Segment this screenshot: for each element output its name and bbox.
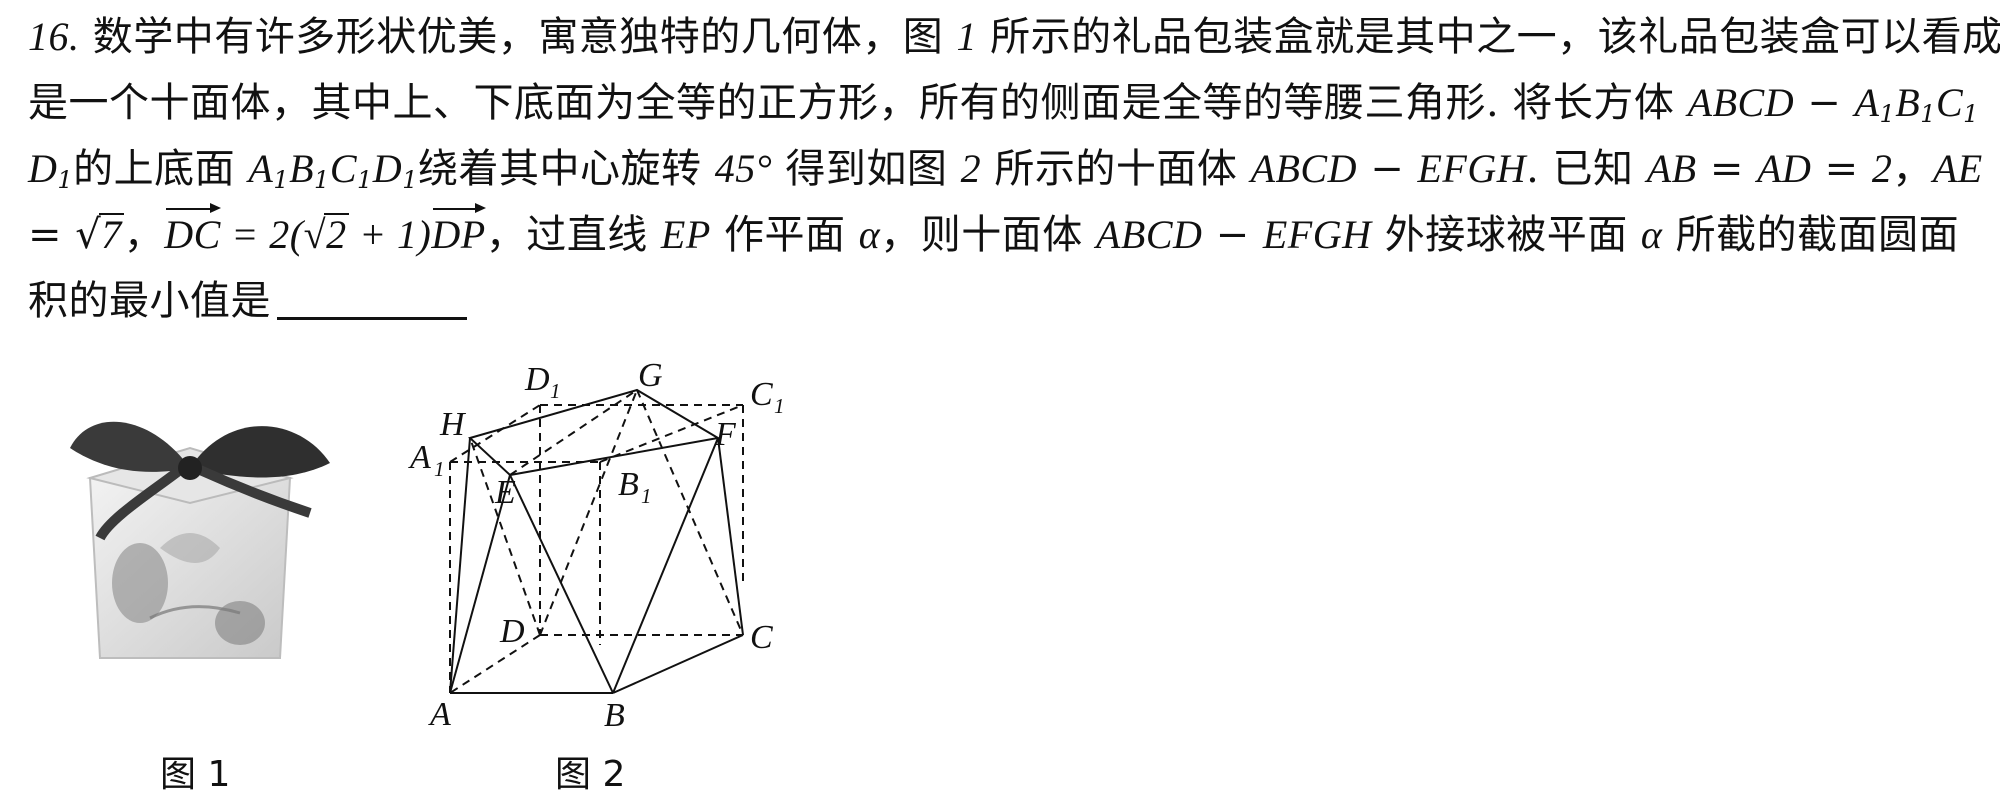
label-b1: B — [618, 466, 639, 503]
vector-dp: DP — [431, 202, 487, 268]
label-d: D — [499, 613, 525, 650]
label-c1: C — [750, 376, 773, 413]
label-d1: D — [524, 361, 550, 398]
edge-dashed — [636, 389, 744, 636]
label-a: A — [428, 696, 451, 730]
gift-box-image — [70, 421, 330, 659]
label-g: G — [638, 357, 663, 394]
label-a1-sub: 1 — [434, 457, 445, 481]
bow-ribbon-icon — [70, 421, 190, 472]
bow-ribbon-icon — [190, 426, 330, 478]
label-c: C — [750, 619, 773, 656]
label-c1-sub: 1 — [774, 394, 785, 418]
box-decoration — [112, 543, 168, 623]
problem-line-4: = √7，DC = 2(√2 + 1)DP，过直线 EP 作平面 α，则十面体 … — [28, 202, 1988, 268]
box-decoration — [215, 601, 265, 645]
label-b1-sub: 1 — [641, 484, 652, 508]
label-d1-sub: 1 — [550, 379, 561, 403]
edge-solid — [717, 437, 744, 636]
edge-solid — [449, 437, 471, 694]
problem-line-5: 积的最小值是 — [28, 268, 1988, 334]
problem-line-1: 16. 数学中有许多形状优美，寓意独特的几何体，图 1 所示的礼品包装盒就是其中… — [28, 14, 2000, 60]
edge-dashed — [539, 389, 638, 636]
edge-dashed — [599, 404, 744, 463]
edge-solid — [612, 634, 744, 694]
edge-dashed — [449, 404, 541, 463]
edge-dashed — [449, 634, 541, 694]
figure-1-caption: 图 1 — [160, 754, 231, 795]
edge-solid — [612, 437, 719, 694]
answer-blank — [277, 277, 467, 320]
label-e: E — [494, 474, 516, 511]
label-h: H — [439, 406, 467, 443]
problem-text: 16. 数学中有许多形状优美，寓意独特的几何体，图 1 所示的礼品包装盒就是其中… — [28, 4, 2000, 334]
edge-dashed — [469, 437, 541, 636]
decahedron-diagram: A B C D E F G H A 1 B 1 C 1 D 1 — [408, 357, 785, 730]
label-a1: A — [408, 439, 431, 476]
figure-2-caption: 图 2 — [555, 754, 626, 795]
edge-dashed — [509, 389, 638, 476]
edge-solid — [509, 474, 614, 694]
problem-line-2: 是一个十面体，其中上、下底面为全等的正方形，所有的侧面是全等的等腰三角形. 将长… — [28, 80, 1979, 128]
bow-ribbon-icon — [95, 466, 184, 541]
label-f: F — [714, 416, 737, 453]
box-decoration — [149, 605, 241, 620]
bow-knot-icon — [178, 456, 202, 480]
bow-ribbon-icon — [197, 465, 312, 518]
label-b: B — [604, 697, 625, 730]
edge-solid — [449, 474, 511, 694]
problem-number: 16. — [28, 14, 80, 59]
problem-line-3: D1的上底面 A1B1C1D1绕着其中心旋转 45° 得到如图 2 所示的十面体… — [28, 146, 1983, 194]
vector-dc: DC — [164, 202, 221, 268]
box-decoration — [160, 533, 220, 563]
